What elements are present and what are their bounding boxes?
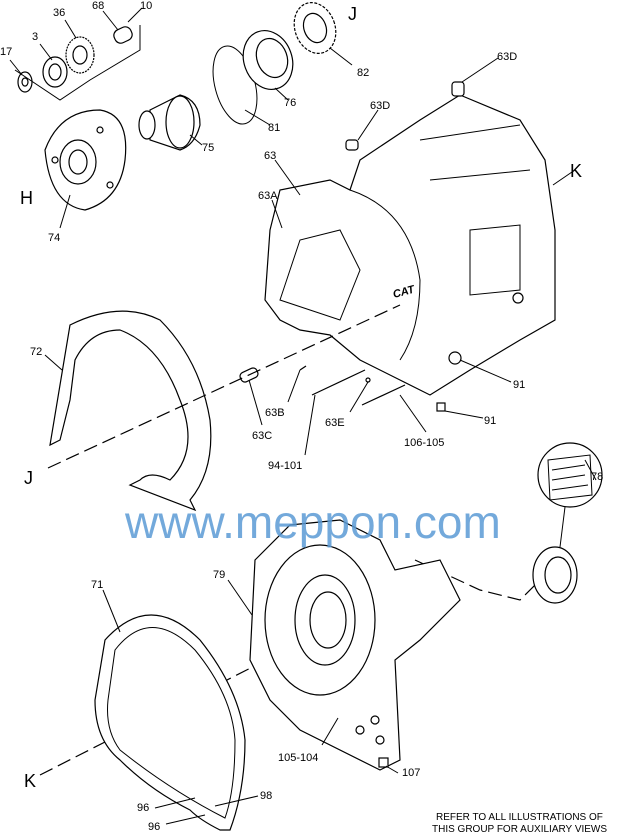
callout-74: 74: [48, 232, 60, 244]
callout-71: 71: [91, 579, 103, 591]
callout-91-b: 91: [484, 415, 496, 427]
pin-68: [113, 26, 133, 44]
callout-H: H: [20, 188, 33, 208]
assembly-bracket-line: [14, 25, 141, 101]
callout-63B: 63B: [265, 407, 285, 419]
gasket-71-inner: [107, 627, 236, 819]
callout-J-left: J: [24, 468, 33, 488]
callout-63: 63: [264, 150, 276, 162]
callout-63C: 63C: [252, 430, 272, 442]
callout-98: 98: [260, 790, 272, 802]
callout-36: 36: [53, 7, 65, 19]
leader-lines: [9, 7, 597, 825]
washer-17: [17, 71, 33, 93]
callout-79: 79: [213, 569, 225, 581]
callout-76: 76: [284, 97, 296, 109]
shaft-75: [138, 94, 201, 151]
bolt-107: [378, 757, 389, 768]
note-line-2: THIS GROUP FOR AUXILIARY VIEWS: [432, 824, 607, 835]
gasket-72: [49, 310, 212, 512]
plug-91: [436, 402, 446, 412]
bearing-3: [42, 56, 68, 88]
callout-82: 82: [357, 67, 369, 79]
callout-78: 78: [591, 471, 603, 483]
dowel-63D-top: [451, 81, 465, 97]
plug-63E: [365, 377, 371, 383]
carrier-74: [44, 109, 127, 211]
stud-106-105: [361, 384, 406, 406]
callout-63A: 63A: [258, 190, 278, 202]
callout-75: 75: [202, 142, 214, 154]
gasket-71: [94, 614, 246, 831]
gear-82: [293, 2, 337, 54]
alignment-line-J: [47, 304, 401, 469]
callout-63E: 63E: [325, 417, 345, 429]
transmission-housing-63: CAT: [264, 94, 556, 396]
callout-J-top: J: [348, 4, 357, 24]
callout-3: 3: [32, 31, 38, 43]
gear-36: [65, 36, 95, 74]
alignment-line-78: [414, 559, 541, 601]
bearing-76: [242, 30, 294, 90]
callout-96-a: 96: [137, 802, 149, 814]
callout-72: 72: [30, 346, 42, 358]
callout-94-101: 94-101: [268, 460, 302, 472]
callout-96-b: 96: [148, 821, 160, 833]
callout-106-105: 106-105: [404, 437, 444, 449]
stud-94-101: [311, 369, 366, 396]
callout-17: 17: [0, 46, 12, 58]
watermark: www.meppon.com: [124, 496, 501, 548]
dowel-63D: [345, 139, 359, 151]
callout-K-left: K: [24, 771, 36, 791]
callout-63D: 63D: [370, 100, 390, 112]
callout-81: 81: [268, 122, 280, 134]
callout-105-104: 105-104: [278, 752, 318, 764]
pin-63B: [299, 365, 307, 371]
callout-91-a: 91: [513, 379, 525, 391]
cover-79: [249, 519, 461, 771]
callout-107: 107: [402, 767, 420, 779]
seal-78: [532, 442, 603, 604]
callout-63D-top: 63D: [497, 51, 517, 63]
callout-68: 68: [92, 0, 104, 12]
note-line-1: REFER TO ALL ILLUSTRATIONS OF: [436, 812, 603, 823]
callout-10: 10: [140, 0, 152, 12]
cat-logo: CAT: [392, 283, 417, 301]
callout-K-right: K: [570, 161, 582, 181]
